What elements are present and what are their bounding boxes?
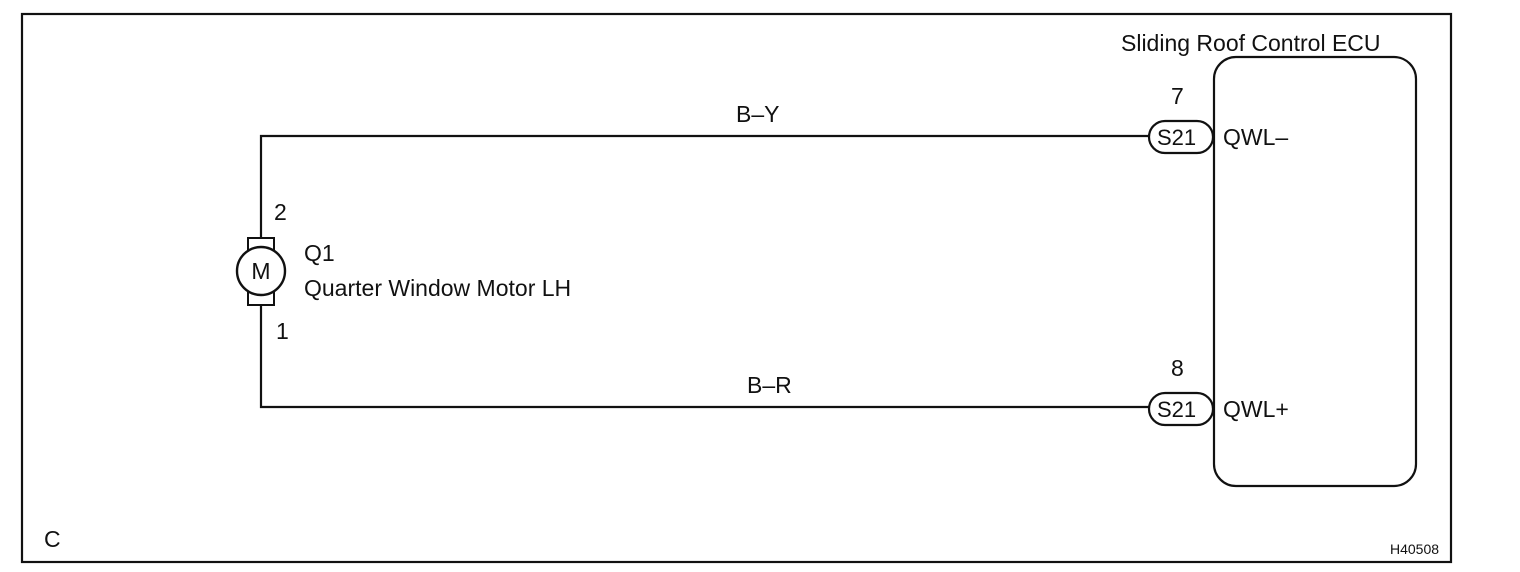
figure-code: H40508 bbox=[1390, 541, 1439, 557]
motor-symbol: M bbox=[251, 258, 270, 284]
motor-pin-2: 2 bbox=[274, 199, 287, 225]
wire-color-b-r: B–R bbox=[747, 372, 792, 398]
connector-s21-top bbox=[1147, 119, 1215, 155]
connector-s21-bottom bbox=[1147, 391, 1215, 427]
diagram-frame bbox=[20, 12, 1453, 564]
wire-color-b-y: B–Y bbox=[736, 101, 779, 127]
motor-code: Q1 bbox=[304, 240, 335, 266]
connector-s21-top-label: S21 bbox=[1157, 125, 1196, 150]
motor-icon bbox=[235, 237, 287, 306]
terminal-qwl-plus: QWL+ bbox=[1223, 396, 1289, 422]
ecu-name: Sliding Roof Control ECU bbox=[1121, 30, 1381, 56]
motor-name: Quarter Window Motor LH bbox=[304, 275, 571, 301]
pin-8-label: 8 bbox=[1171, 355, 1184, 381]
motor-pin-1: 1 bbox=[276, 318, 289, 344]
section-letter: C bbox=[44, 526, 61, 552]
terminal-qwl-minus: QWL– bbox=[1223, 124, 1288, 150]
wire-b-y bbox=[259, 134, 1150, 238]
pin-7-label: 7 bbox=[1171, 83, 1184, 109]
ecu-box bbox=[1212, 55, 1418, 488]
wire-b-r bbox=[259, 305, 1150, 409]
connector-s21-bottom-label: S21 bbox=[1157, 397, 1196, 422]
